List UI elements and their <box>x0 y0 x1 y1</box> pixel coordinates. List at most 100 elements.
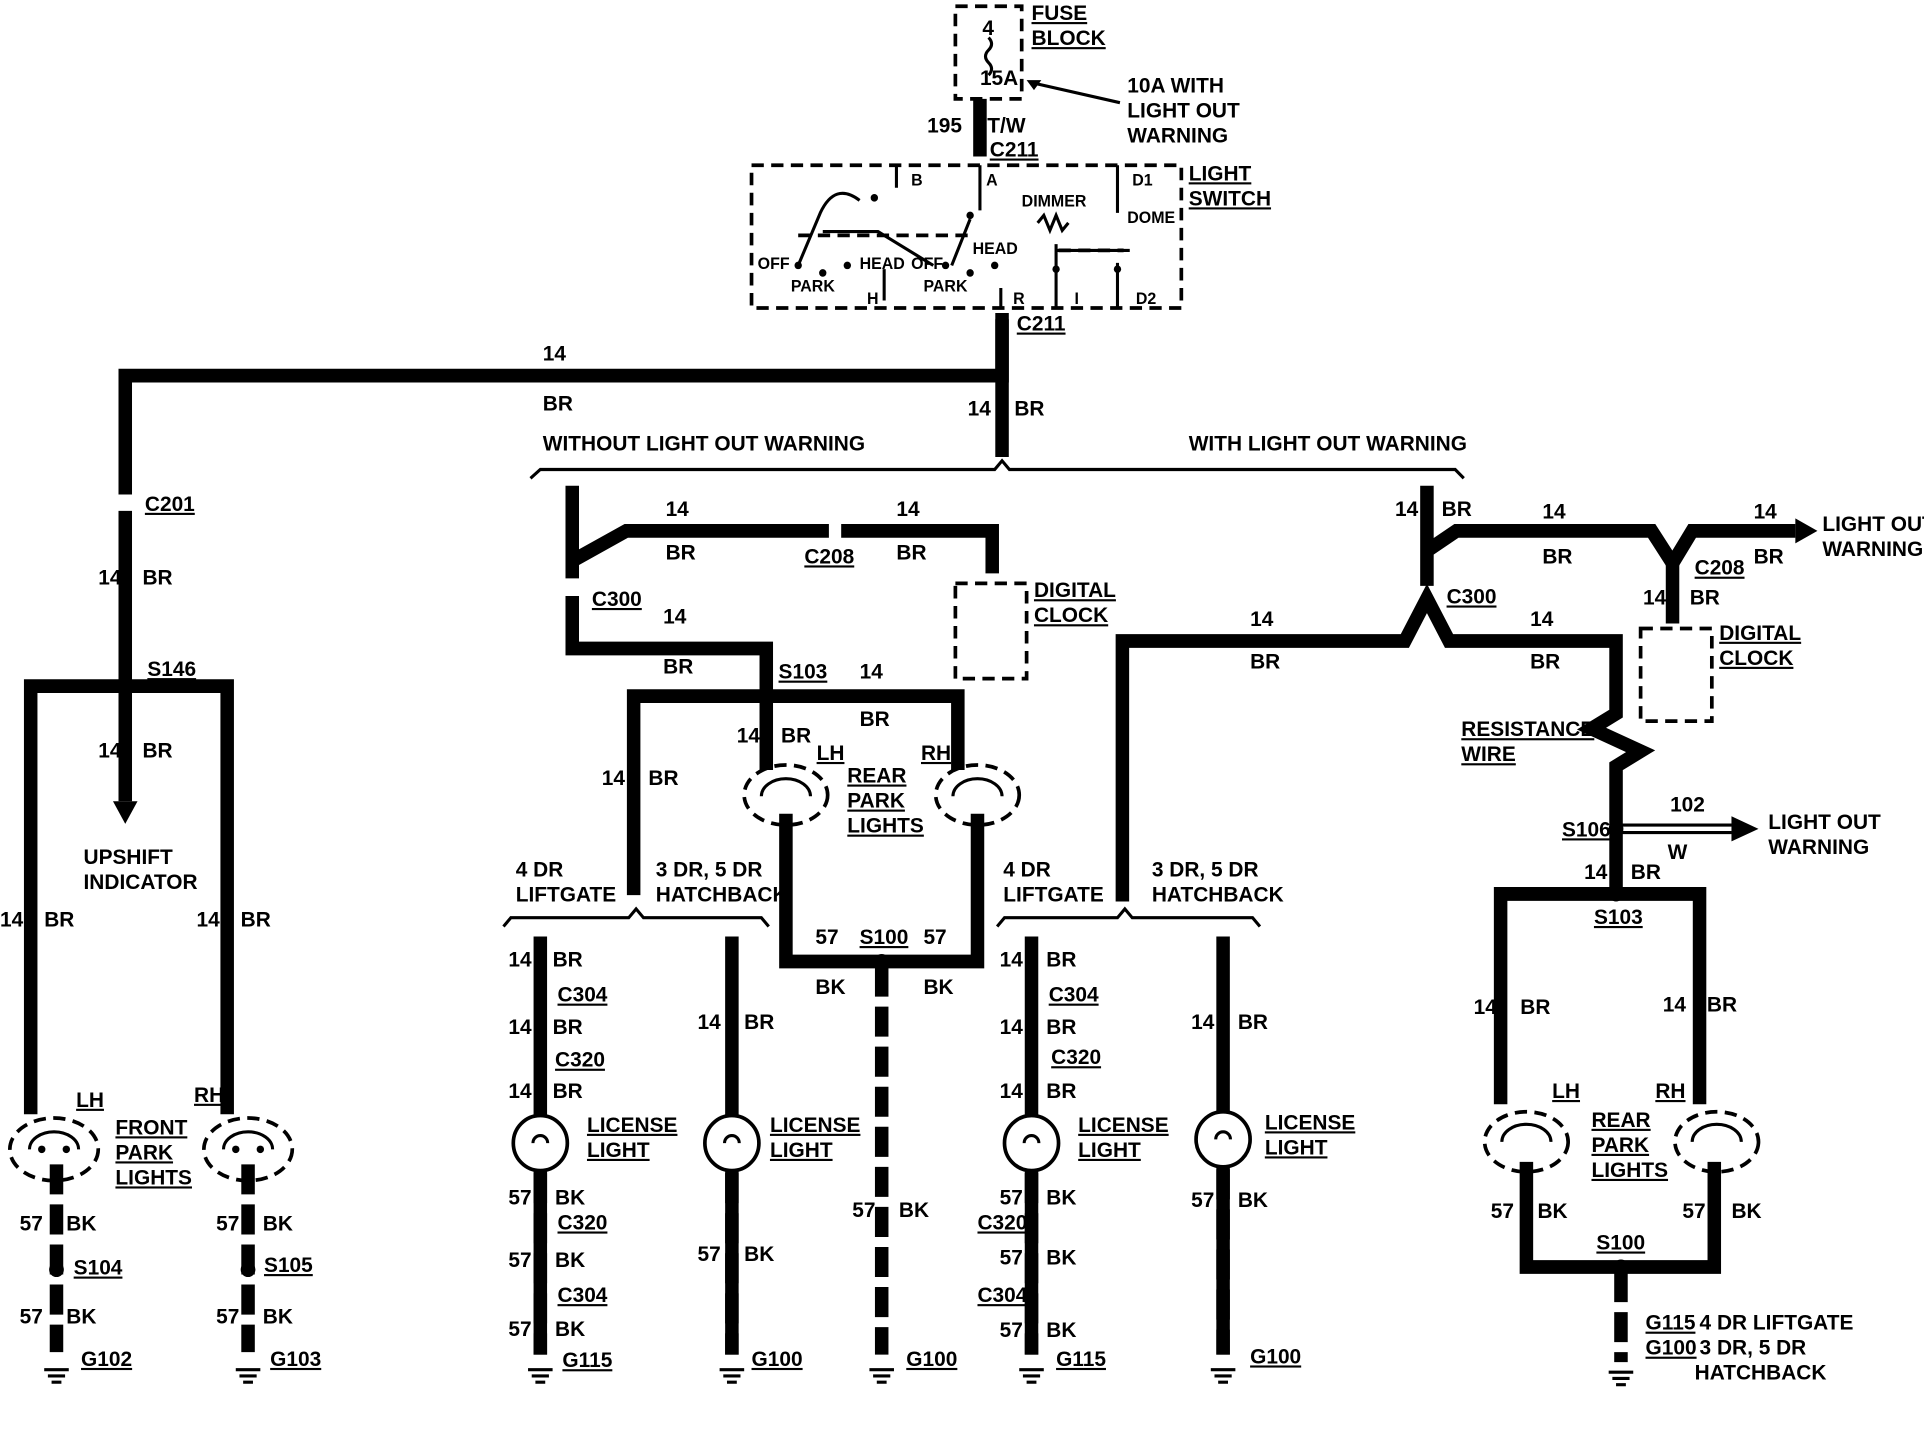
svg-text:BK: BK <box>1537 1200 1568 1223</box>
svg-text:LIGHT: LIGHT <box>1265 1136 1328 1159</box>
svg-text:C208: C208 <box>1695 556 1745 579</box>
svg-text:S100: S100 <box>860 926 909 949</box>
svg-text:BK: BK <box>1731 1200 1762 1223</box>
svg-text:BK: BK <box>744 1243 775 1266</box>
svg-text:LIGHT: LIGHT <box>770 1139 833 1162</box>
svg-text:DIGITAL: DIGITAL <box>1034 579 1116 602</box>
svg-text:C300: C300 <box>592 588 642 611</box>
svg-text:BK: BK <box>1046 1186 1077 1209</box>
svg-text:LIFTGATE: LIFTGATE <box>516 883 616 906</box>
fuse-note: 10A WITH <box>1127 74 1224 97</box>
svg-text:57: 57 <box>508 1249 531 1272</box>
svg-text:BR: BR <box>1754 545 1784 568</box>
svg-text:C320: C320 <box>977 1211 1027 1234</box>
fuse-number: 4 <box>982 17 994 40</box>
svg-text:BR: BR <box>241 908 271 931</box>
svg-text:INDICATOR: INDICATOR <box>84 871 198 894</box>
svg-text:4 DR: 4 DR <box>1003 858 1051 881</box>
svg-text:BK: BK <box>66 1305 97 1328</box>
svg-text:C201: C201 <box>145 493 195 516</box>
fuse-note-2: LIGHT OUT <box>1127 100 1240 123</box>
svg-text:WARNING: WARNING <box>1768 836 1869 859</box>
svg-text:BR: BR <box>666 541 696 564</box>
svg-text:A: A <box>986 171 998 189</box>
svg-text:BR: BR <box>1707 993 1737 1016</box>
svg-text:14: 14 <box>1000 1016 1023 1039</box>
svg-text:RH: RH <box>1655 1080 1685 1103</box>
svg-text:S106: S106 <box>1562 818 1611 841</box>
left-section: C201 14 BR S146 14 BR UPSHIFT INDICATOR … <box>0 493 321 1384</box>
svg-text:G115: G115 <box>1646 1311 1696 1334</box>
svg-text:14: 14 <box>1643 587 1666 610</box>
svg-text:C304: C304 <box>1049 983 1099 1006</box>
svg-text:BR: BR <box>1442 498 1472 521</box>
svg-text:HATCHBACK: HATCHBACK <box>656 883 789 906</box>
feed-wire: 195 T/W C211 <box>927 98 1039 162</box>
right-section: 14 BR 14 BR 14 BR LIGHT OUT WARNING C208… <box>1115 485 1924 1387</box>
svg-text:OFF: OFF <box>911 255 943 273</box>
svg-text:BR: BR <box>142 567 172 590</box>
svg-text:BK: BK <box>66 1213 97 1236</box>
svg-text:G100: G100 <box>1646 1336 1697 1359</box>
svg-text:LIGHT: LIGHT <box>1189 162 1252 185</box>
svg-text:57: 57 <box>508 1318 531 1341</box>
svg-text:BK: BK <box>555 1249 586 1272</box>
svg-text:S103: S103 <box>779 660 828 683</box>
svg-text:LIGHTS: LIGHTS <box>115 1166 192 1189</box>
svg-text:BR: BR <box>553 1016 583 1039</box>
svg-text:DIGITAL: DIGITAL <box>1719 622 1801 645</box>
svg-text:LIGHTS: LIGHTS <box>847 814 924 837</box>
svg-text:195: 195 <box>927 115 962 138</box>
svg-text:REAR: REAR <box>847 764 906 787</box>
svg-text:3 DR, 5 DR: 3 DR, 5 DR <box>1700 1336 1807 1359</box>
svg-text:PARK: PARK <box>791 278 835 296</box>
svg-text:14: 14 <box>1000 948 1023 971</box>
digital-clock-box <box>953 581 1029 681</box>
svg-text:BK: BK <box>555 1186 586 1209</box>
svg-text:57: 57 <box>1000 1246 1023 1269</box>
svg-text:4 DR LIFTGATE: 4 DR LIFTGATE <box>1700 1311 1854 1334</box>
svg-text:G100: G100 <box>752 1348 803 1371</box>
svg-text:LIGHT OUT: LIGHT OUT <box>1822 513 1924 536</box>
svg-text:BK: BK <box>815 976 846 999</box>
fuse-note-3: WARNING <box>1127 125 1228 148</box>
svg-text:BR: BR <box>1014 397 1044 420</box>
svg-text:BR: BR <box>44 908 74 931</box>
svg-text:G100: G100 <box>906 1348 957 1371</box>
svg-text:BR: BR <box>1631 861 1661 884</box>
svg-text:CLOCK: CLOCK <box>1719 647 1794 670</box>
svg-text:57: 57 <box>216 1213 239 1236</box>
svg-text:C320: C320 <box>555 1049 605 1072</box>
svg-text:14: 14 <box>543 342 566 365</box>
svg-text:LIGHT: LIGHT <box>587 1139 650 1162</box>
svg-text:57: 57 <box>923 926 946 949</box>
svg-text:RESISTANCE: RESISTANCE <box>1461 718 1594 741</box>
svg-text:57: 57 <box>1682 1200 1705 1223</box>
svg-text:BR: BR <box>1520 996 1550 1019</box>
svg-text:BR: BR <box>860 708 890 731</box>
svg-text:14: 14 <box>896 498 919 521</box>
svg-text:14: 14 <box>1530 608 1553 631</box>
svg-text:BR: BR <box>553 1080 583 1103</box>
svg-text:57: 57 <box>815 926 838 949</box>
svg-text:RH: RH <box>921 742 951 765</box>
svg-text:57: 57 <box>1191 1189 1214 1212</box>
svg-text:BR: BR <box>1046 948 1076 971</box>
svg-text:BK: BK <box>1046 1246 1077 1269</box>
svg-text:PARK: PARK <box>1591 1134 1649 1157</box>
svg-text:FRONT: FRONT <box>115 1116 187 1139</box>
svg-text:BK: BK <box>899 1199 930 1222</box>
svg-text:C304: C304 <box>977 1284 1027 1307</box>
svg-text:I: I <box>1075 290 1079 308</box>
svg-text:UPSHIFT: UPSHIFT <box>84 846 173 869</box>
svg-text:WARNING: WARNING <box>1822 538 1923 561</box>
svg-text:G103: G103 <box>270 1348 321 1371</box>
svg-text:D2: D2 <box>1136 290 1156 308</box>
svg-text:HEAD: HEAD <box>973 240 1018 258</box>
svg-text:14: 14 <box>1542 500 1565 523</box>
svg-text:3 DR, 5 DR: 3 DR, 5 DR <box>1152 858 1259 881</box>
svg-text:W: W <box>1668 841 1688 864</box>
svg-text:57: 57 <box>216 1305 239 1328</box>
license-light-bulb <box>703 1113 761 1173</box>
svg-text:BR: BR <box>1250 650 1280 673</box>
